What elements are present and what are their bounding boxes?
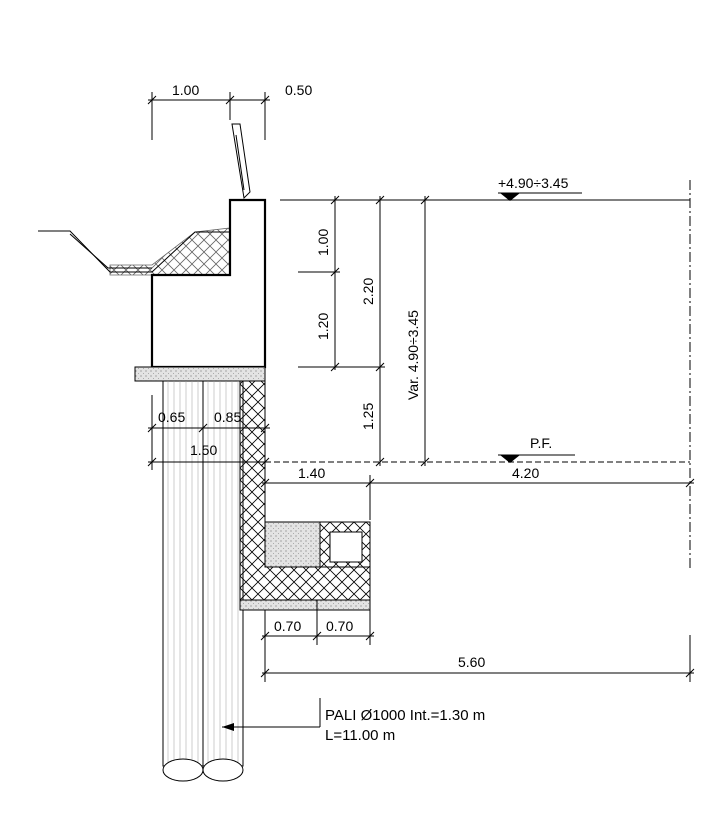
dim-wall-upper: 1.00	[315, 229, 331, 256]
top-level-label: +4.90÷3.45	[498, 175, 569, 191]
top-dimensions: 1.00 0.50	[147, 82, 312, 140]
railing	[231, 123, 251, 200]
base-dimensions: 0.70 0.70 5.60	[260, 600, 695, 682]
dim-base-right: 0.70	[326, 618, 353, 634]
top-level-marker	[500, 193, 520, 201]
floor-level-label: P.F.	[530, 435, 552, 451]
cap-dimensions: 0.65 0.85 1.50	[147, 395, 270, 470]
channel-hatch	[109, 227, 231, 276]
pile-callout: PALI Ø1000 Int.=1.30 m L=11.00 m	[222, 698, 485, 744]
lean-concrete-cap	[134, 366, 266, 382]
piles	[162, 380, 244, 782]
pile-note-line1: PALI Ø1000 Int.=1.30 m	[325, 707, 485, 724]
dim-wall-total: 2.20	[360, 278, 376, 305]
slab-dimensions: 1.40 4.20	[260, 465, 695, 520]
floor-level-marker	[500, 455, 520, 463]
vertical-dimensions: 1.00 1.20 2.20 1.25 Var. 4.90÷3.45	[298, 195, 430, 467]
ground-profile-lower	[69, 233, 152, 269]
pile-note-line2: L=11.00 m	[325, 727, 395, 744]
dim-base-left: 0.70	[274, 618, 301, 634]
dim-variable-height: Var. 4.90÷3.45	[405, 310, 421, 400]
dim-slab-outer: 4.20	[512, 465, 539, 481]
dim-total-width: 5.60	[458, 654, 485, 670]
dim-top-right: 0.50	[285, 82, 312, 98]
dim-lower-height: 1.25	[360, 403, 376, 430]
base-lean-concrete	[239, 599, 371, 611]
drainage-box	[319, 521, 371, 568]
dim-top-left: 1.00	[172, 82, 199, 98]
slab-fill	[264, 521, 321, 568]
dim-cap-width: 1.50	[190, 442, 217, 458]
dim-pile-left: 0.65	[158, 409, 185, 425]
retaining-wall	[150, 198, 267, 369]
dim-pile-right: 0.85	[214, 409, 241, 425]
dim-wall-middle: 1.20	[315, 313, 331, 340]
dim-slab-inner: 1.40	[298, 465, 325, 481]
